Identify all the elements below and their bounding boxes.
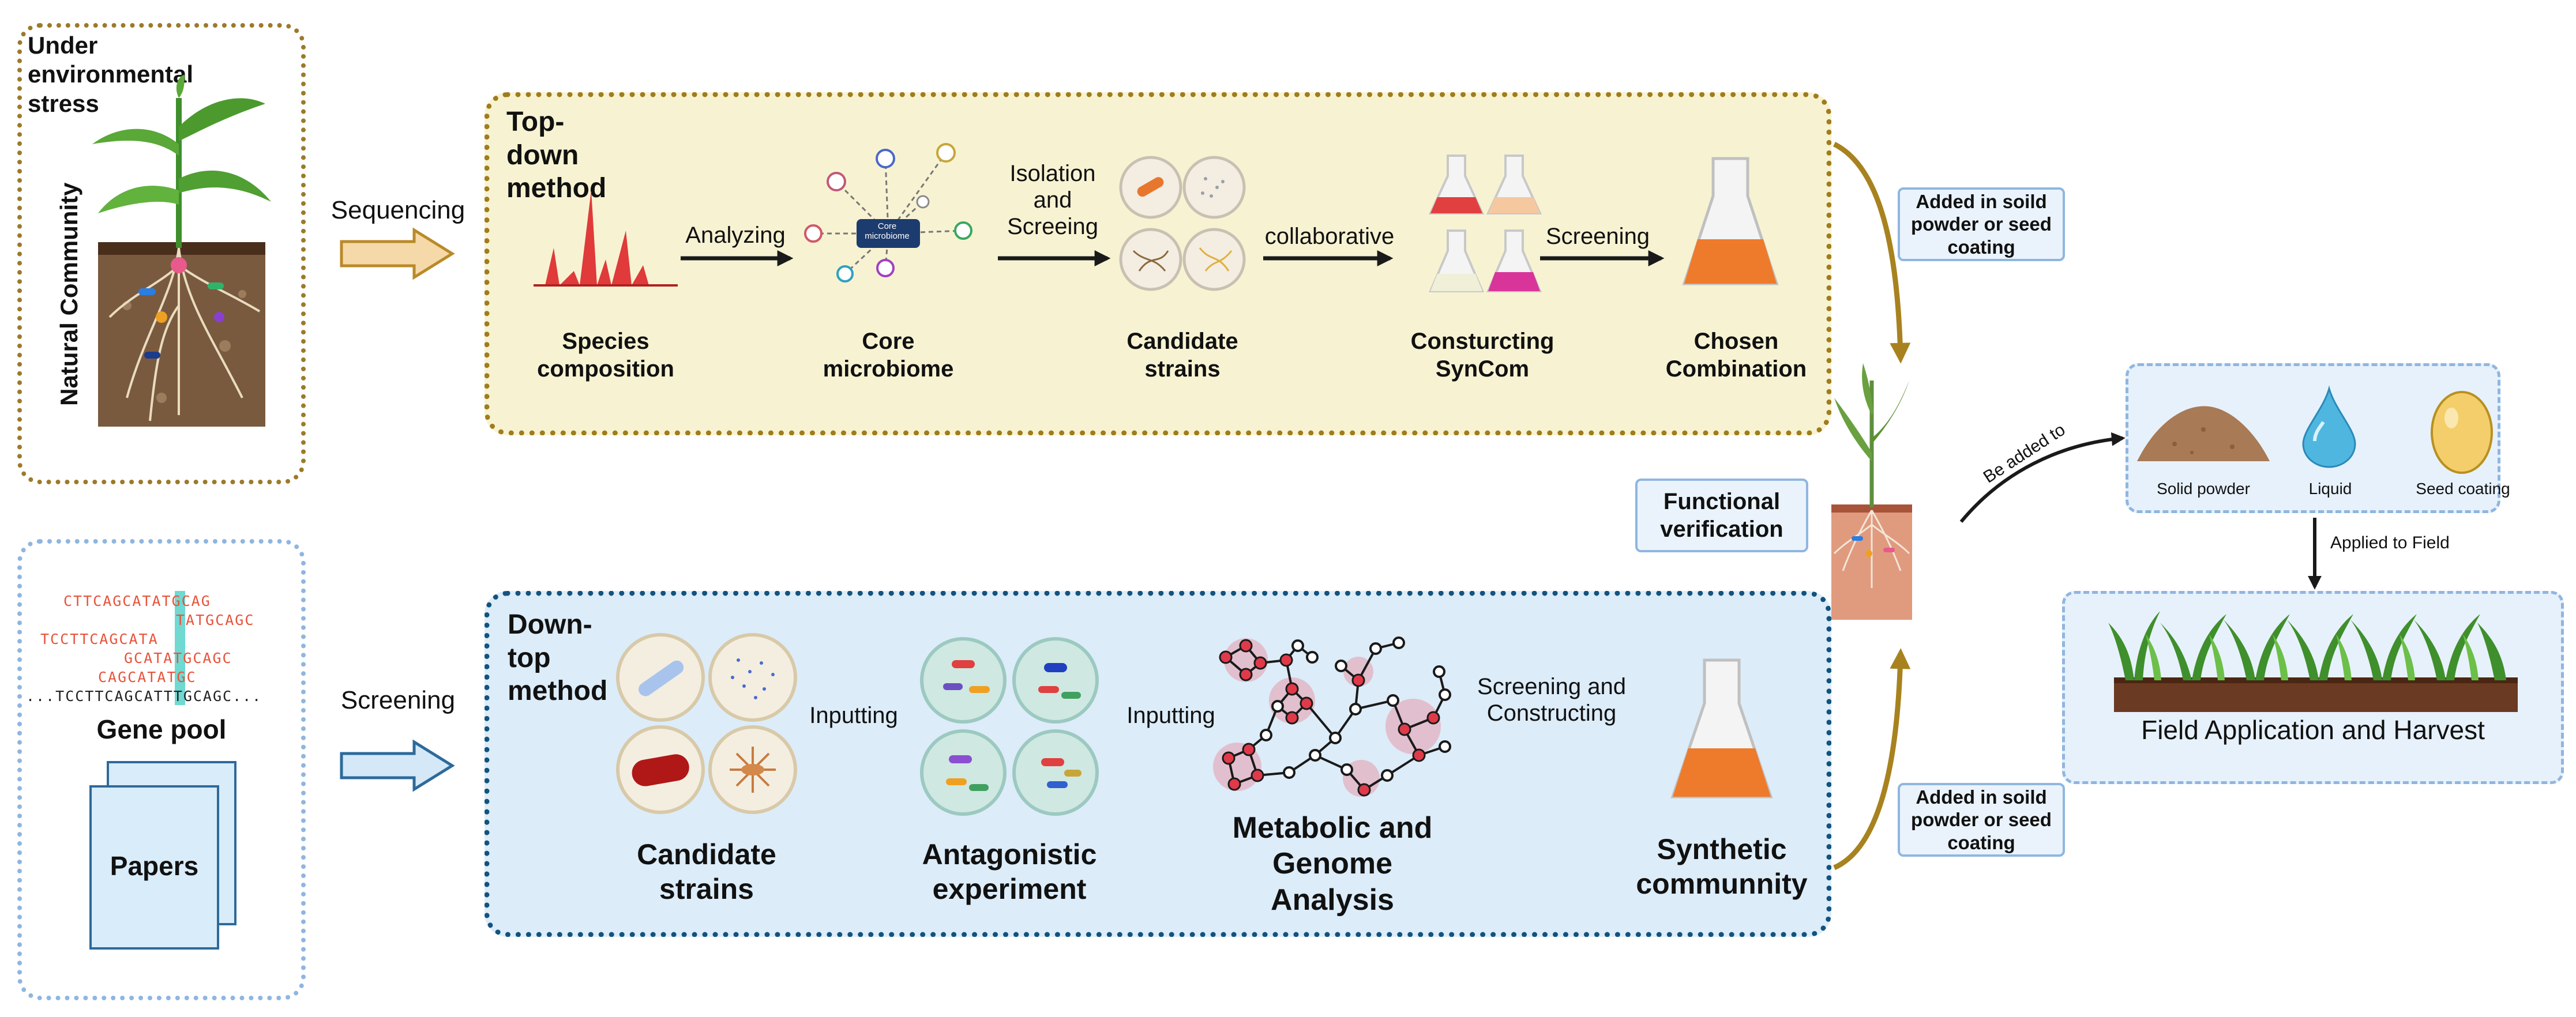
top-down-method-label: Top-down method xyxy=(506,107,607,204)
seq-line-4: GCATATGCAGC xyxy=(124,650,232,666)
candidate-strains-dishes-icon xyxy=(616,633,797,814)
analyzing-label: Analyzing xyxy=(685,223,786,248)
collaborative-label: collaborative xyxy=(1264,224,1395,249)
sequencing-arrow xyxy=(340,227,455,280)
screening-top-label: Screening xyxy=(1545,224,1650,249)
seq-line-3: TCCTTCAGCATA xyxy=(40,631,159,647)
natural-community-panel xyxy=(17,23,306,484)
down-top-method-label: Down-top method xyxy=(508,609,608,707)
form-liquid-label: Liquid xyxy=(2308,480,2352,498)
added-note-bottom: Added in soild powder or seed coating xyxy=(1898,783,2065,857)
gene-pool-label: Gene pool xyxy=(96,714,227,744)
seq-line-1: CTTCAGCATATGCAG xyxy=(63,593,211,609)
chosen-combination-label: Chosen Combination xyxy=(1665,329,1807,382)
highlight-column xyxy=(175,591,185,705)
form-solid-powder-label: Solid powder xyxy=(2157,480,2250,498)
metabolic-network-icon xyxy=(1213,636,1451,797)
synthetic-community-flask-icon xyxy=(1670,658,1773,798)
stress-label: Under environmental stress xyxy=(28,32,194,117)
candidate-strains-petri-icon xyxy=(1119,156,1246,291)
core-microbiome-icon xyxy=(804,143,972,282)
paper-front xyxy=(89,785,219,950)
seq-line-6: ...TCCTTCAGCATTTGCAGC... xyxy=(26,688,262,705)
field-application-label: Field Application and Harvest xyxy=(2141,715,2485,745)
syncom-flasks-icon xyxy=(1428,155,1542,292)
inputting-2-label: Inputting xyxy=(1126,703,1215,728)
candidate-strains-bottom-label: Candidate strains xyxy=(637,838,776,905)
species-composition-label: Species composition xyxy=(537,329,674,382)
metabolic-genome-label: Metabolic and Genome Analysis xyxy=(1232,811,1433,917)
functional-verification-box: Functional verification xyxy=(1635,479,1808,552)
synthetic-community-label: Synthetic communnity xyxy=(1636,833,1808,900)
seed-coating-icon xyxy=(2431,391,2493,474)
antagonistic-experiment-label: Antagonistic experiment xyxy=(922,838,1097,905)
core-microbiome-tag: Core microbiome xyxy=(865,221,910,242)
gene-pool-panel xyxy=(17,539,306,1000)
seq-line-5: CAGCATATGC xyxy=(98,669,197,685)
liquid-drop-icon xyxy=(2302,385,2356,468)
sequencing-label: Sequencing xyxy=(331,196,465,224)
field-grass-icon xyxy=(2108,611,2518,712)
seq-line-2: TATGCAGC xyxy=(176,612,255,628)
screening-left-label: Screening xyxy=(340,686,456,714)
screening-constructing-label: Screening and Constructing xyxy=(1477,674,1626,726)
isolation-label: Isolation and Screeing xyxy=(1007,161,1098,239)
added-note-top: Added in soild powder or seed coating xyxy=(1898,187,2065,261)
candidate-strains-top-label: Candidate strains xyxy=(1126,329,1238,382)
antagonistic-dishes-icon xyxy=(920,637,1099,816)
solid-powder-icon xyxy=(2137,406,2270,461)
form-seed-coating-label: Seed coating xyxy=(2416,480,2510,498)
applied-to-field-label: Applied to Field xyxy=(2330,533,2450,552)
species-composition-icon xyxy=(534,190,678,287)
papers-label: Papers xyxy=(110,851,199,881)
core-microbiome-label: Core microbiome xyxy=(823,329,954,382)
chosen-combination-flask-icon xyxy=(1682,157,1779,285)
plant-soil-illustration xyxy=(92,75,271,427)
functional-plant-icon xyxy=(1831,363,1912,620)
screening-arrow xyxy=(340,739,455,792)
constructing-syncom-label: Consturcting SynCom xyxy=(1410,329,1554,382)
inputting-1-label: Inputting xyxy=(809,703,898,728)
